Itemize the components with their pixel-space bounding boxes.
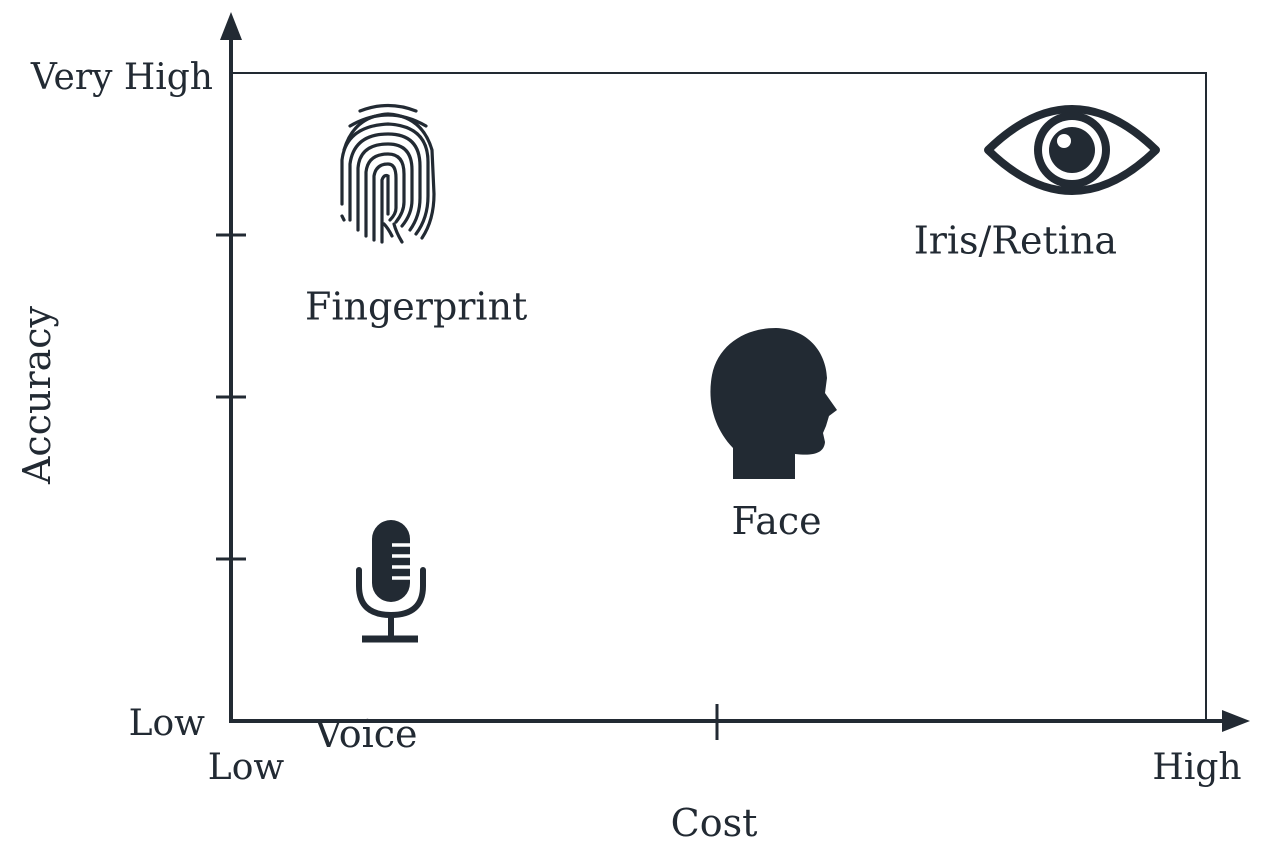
y-tick-label-low: Low <box>129 703 206 744</box>
point-label-voice: Voice <box>314 712 418 756</box>
point-label-iris-retina: Iris/Retina <box>914 219 1117 263</box>
point-labels: Fingerprint Iris/Retina Face Voice <box>305 219 1117 756</box>
fingerprint-icon <box>340 103 436 244</box>
microphone-icon <box>356 520 426 643</box>
x-axis-arrow <box>1222 710 1250 732</box>
y-axis-title: Accuracy <box>15 305 59 485</box>
y-tick-label-very-high: Very High <box>30 57 213 98</box>
head-icon <box>710 328 837 479</box>
tick-marks <box>216 233 719 740</box>
eye-icon <box>984 105 1160 195</box>
x-tick-label-high: High <box>1152 747 1241 788</box>
point-label-face: Face <box>731 499 821 543</box>
x-tick-label-low: Low <box>208 747 285 788</box>
point-label-fingerprint: Fingerprint <box>305 285 527 329</box>
x-axis-title: Cost <box>671 801 758 845</box>
y-axis-arrow <box>220 12 242 40</box>
